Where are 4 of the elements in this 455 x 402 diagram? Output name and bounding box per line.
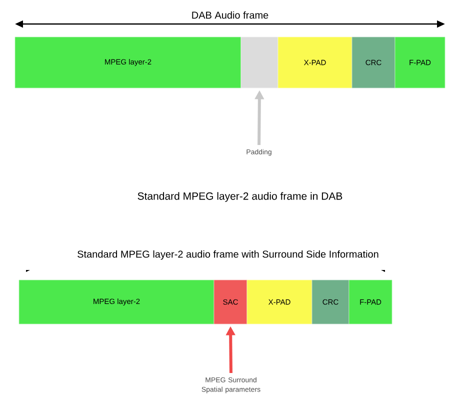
heading: Standard MPEG layer-2 audio frame with Surround Side Information: [76, 249, 380, 261]
frame-segment: [240, 36, 278, 88]
dimension-label: DAB Audio frame: [190, 10, 270, 20]
caption: Standard MPEG layer-2 audio frame in DAB: [136, 191, 344, 203]
